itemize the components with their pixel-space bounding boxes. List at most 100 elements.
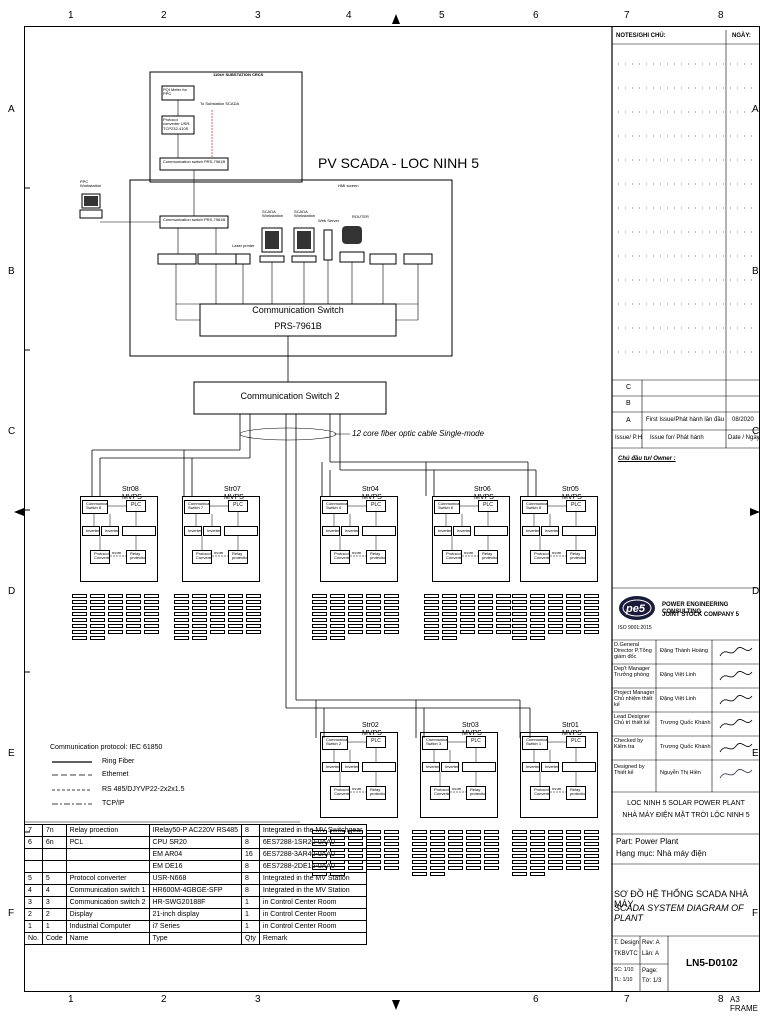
panel-cell bbox=[312, 618, 327, 622]
panel-cell bbox=[548, 854, 563, 858]
panel-cell bbox=[228, 612, 243, 616]
main-switch-line1: Communication Switch bbox=[252, 305, 344, 315]
rs485-label: RS485 bbox=[352, 787, 362, 791]
zone-a: A bbox=[752, 104, 759, 115]
panel-cell bbox=[530, 630, 545, 634]
panel-cell bbox=[210, 612, 225, 616]
bom-cell: 6ES7288-1SR20-0AA0 bbox=[258, 836, 367, 849]
hmi-label: HMI screen bbox=[338, 183, 359, 188]
mv-station: Str03 MVPSCommunication Switch 3PLCInver… bbox=[420, 722, 500, 820]
bom-cell: 21-inch display bbox=[148, 908, 243, 921]
protocol-converter-box: Protocol Converter bbox=[530, 786, 550, 800]
iso-label: ISO 9001:2015 bbox=[618, 625, 652, 631]
signer-role: Checked by Kiểm tra bbox=[614, 738, 644, 751]
panel-cell bbox=[348, 618, 363, 622]
panel-cell bbox=[72, 600, 87, 604]
signer-role: Lead Designer Chủ trì thiết kế bbox=[614, 714, 650, 727]
main-switch-line2: PRS-7961B bbox=[274, 321, 322, 331]
bom-cell: 1 bbox=[241, 920, 260, 933]
panel-cell bbox=[210, 630, 225, 634]
station-box bbox=[80, 496, 158, 582]
to-substation-label: To Substation SCADA bbox=[200, 101, 240, 106]
station-box bbox=[420, 732, 498, 818]
panel-cell bbox=[584, 630, 599, 634]
bom-header-cell: Type bbox=[148, 932, 243, 945]
panel-cell bbox=[442, 594, 457, 598]
panel-cell bbox=[484, 854, 499, 858]
panel-cell bbox=[566, 618, 581, 622]
bom-header-cell: Remark bbox=[258, 932, 367, 945]
panel-cell bbox=[108, 630, 123, 634]
zone-8: 8 bbox=[718, 994, 724, 1005]
panel-cell bbox=[442, 606, 457, 610]
panel-cell bbox=[484, 842, 499, 846]
panel-cell bbox=[466, 854, 481, 858]
bom-cell: in Control Center Room bbox=[258, 920, 367, 933]
panel-cell bbox=[90, 600, 105, 604]
panel-cell bbox=[566, 624, 581, 628]
panel-cell bbox=[442, 600, 457, 604]
panel-cell bbox=[384, 624, 399, 628]
panel-cell bbox=[566, 612, 581, 616]
station-wiring bbox=[93, 505, 137, 557]
station-box bbox=[432, 496, 510, 582]
panel-cell bbox=[210, 606, 225, 610]
protocol-converter-box: Protocol Converter bbox=[430, 786, 450, 800]
switch2-label: Communication Switch 2 bbox=[240, 391, 340, 401]
panel-cell bbox=[530, 866, 545, 870]
panel-cell bbox=[548, 866, 563, 870]
panel-cell bbox=[566, 854, 581, 858]
drawing-title-vi: SƠ ĐỒ HỆ THỐNG SCADA NHÀ MÁY bbox=[614, 889, 749, 909]
bom-cell: EM AR04 bbox=[148, 848, 243, 861]
bom-cell: IRelay50-P AC220V RS485 bbox=[148, 824, 243, 837]
web-server-icon bbox=[323, 229, 333, 261]
panel-cell bbox=[90, 636, 105, 640]
panel-cell bbox=[496, 600, 511, 604]
zone-2: 2 bbox=[161, 10, 167, 21]
converter-box-1 bbox=[157, 253, 197, 265]
panel-cell bbox=[210, 624, 225, 628]
panel-cell bbox=[144, 624, 159, 628]
panel-cell bbox=[566, 830, 581, 834]
panel-cell bbox=[424, 624, 439, 628]
panel-cell bbox=[384, 612, 399, 616]
panel-cell bbox=[484, 836, 499, 840]
mv-station: Str07 MVPSCommunication Switch 7PLCInver… bbox=[182, 486, 262, 584]
panel-cell bbox=[330, 600, 345, 604]
panel-cell bbox=[72, 594, 87, 598]
company-logo: pe5 bbox=[618, 594, 656, 622]
zone-8: 8 bbox=[718, 10, 724, 21]
date-header: NGÀY: bbox=[732, 33, 751, 39]
panel-cell bbox=[72, 630, 87, 634]
panel-cell bbox=[530, 842, 545, 846]
panel-cell bbox=[192, 630, 207, 634]
stamp-tl: TL: 1/10 bbox=[614, 977, 633, 983]
panel-cell bbox=[90, 618, 105, 622]
bom-cell: 7n bbox=[41, 824, 67, 837]
panel-cell bbox=[466, 866, 481, 870]
bom-cell: Industrial Computer bbox=[65, 920, 150, 933]
panel-cell bbox=[144, 594, 159, 598]
panel-cell bbox=[430, 842, 445, 846]
panel-cell bbox=[584, 848, 599, 852]
zone-d: D bbox=[752, 586, 760, 597]
scada-ws1-label: SCADA Workstation bbox=[262, 209, 284, 219]
bom-header-cell: No. bbox=[24, 932, 43, 945]
fiber-bundle-mark bbox=[239, 427, 337, 441]
panel-cell bbox=[478, 600, 493, 604]
bom-cell bbox=[41, 860, 67, 873]
rs485-label: RS485 bbox=[112, 551, 122, 555]
panel-cell bbox=[348, 606, 363, 610]
panel-cell bbox=[530, 848, 545, 852]
panel-cell bbox=[512, 606, 527, 610]
panel-cell bbox=[72, 612, 87, 616]
panel-cell bbox=[72, 618, 87, 622]
panel-cell bbox=[192, 624, 207, 628]
panel-cell bbox=[448, 842, 463, 846]
panel-cell bbox=[448, 866, 463, 870]
relay-protection-box: Relay protection bbox=[566, 786, 586, 800]
bom-cell: 2 bbox=[24, 908, 43, 921]
